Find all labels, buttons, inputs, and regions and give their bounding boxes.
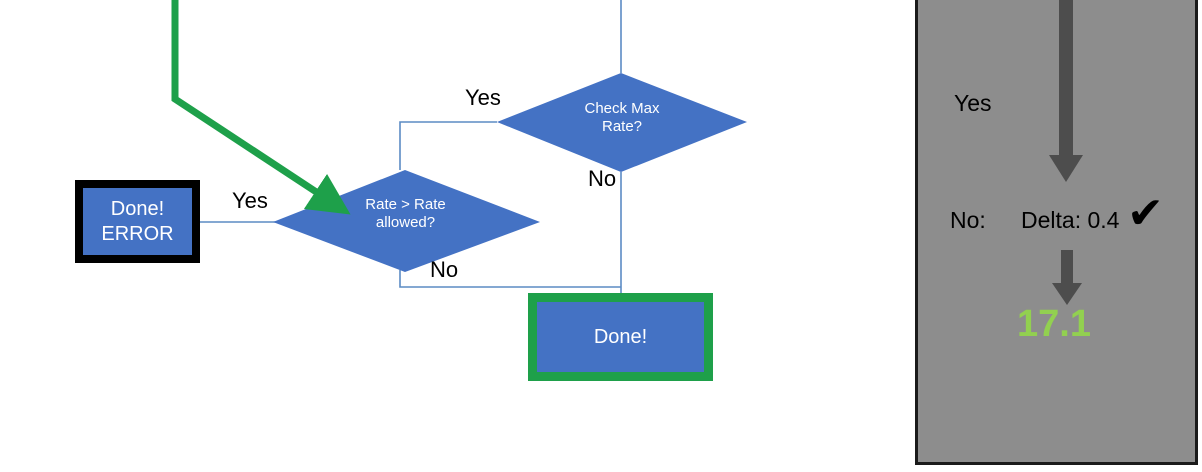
edge-label-yes-from-check-max: Yes [465, 85, 501, 110]
down-arrow-short-icon [1052, 250, 1082, 305]
process-done-label: Done! [593, 325, 648, 348]
flowchart-connectors [171, 0, 747, 293]
panel-result-value: 17.1 [1017, 303, 1091, 345]
process-done-error[interactable]: Done! ERROR [75, 180, 200, 263]
highlight-path-green [171, 0, 351, 215]
process-done-error-label: Done! ERROR [101, 198, 174, 245]
panel-yes-label: Yes [954, 90, 992, 116]
edge-label-no-from-check-max: No [588, 166, 617, 191]
connector-no-rate-to-done [399, 270, 621, 288]
decision-check-max-rate[interactable] [497, 73, 747, 172]
result-panel-arrows [1049, 0, 1083, 305]
decision-rate-gt-allowed[interactable] [273, 170, 540, 272]
connector-yes-check-max-to-rate [399, 121, 497, 170]
panel-no-label: No: [950, 207, 986, 233]
check-mark-icon: ✔ [1127, 189, 1164, 238]
flowchart-canvas: Rate > Rate allowed? Check Max Rate? Don… [75, 0, 747, 381]
result-panel: Yes No: Delta: 0.4 ✔ 17.1 [915, 0, 1198, 465]
edge-label-yes-to-error: Yes [232, 188, 268, 213]
down-arrow-long-icon [1049, 0, 1083, 182]
panel-delta-value: Delta: 0.4 [1021, 207, 1120, 233]
edge-label-no-from-rate: No [430, 257, 459, 282]
process-done[interactable]: Done! [528, 293, 713, 381]
